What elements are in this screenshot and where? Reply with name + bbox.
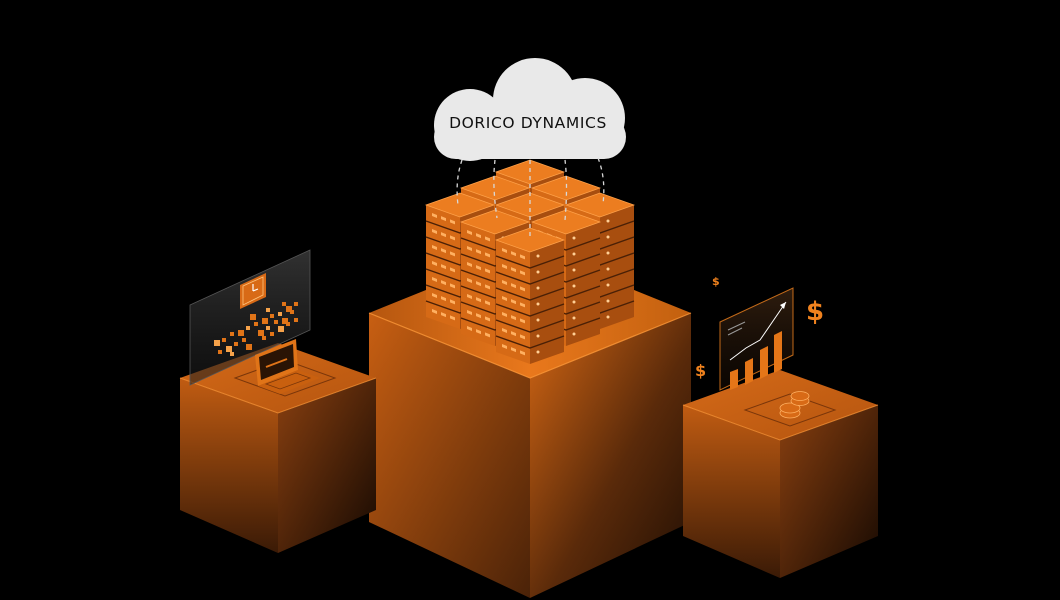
right-cube bbox=[682, 370, 879, 578]
svg-text:$: $ bbox=[712, 275, 720, 288]
dollar-icon: $ $ $ bbox=[695, 275, 824, 380]
svg-text:$: $ bbox=[806, 297, 824, 327]
coin-stack-icon bbox=[779, 391, 810, 419]
productivity-panel bbox=[189, 249, 311, 386]
cloud-icon: DORICO DYNAMICS bbox=[434, 58, 626, 161]
finance-panel bbox=[719, 287, 810, 419]
svg-text:$: $ bbox=[695, 361, 706, 380]
laptop-icon bbox=[255, 339, 320, 394]
clock-icon bbox=[240, 273, 266, 309]
server-rack-cluster bbox=[424, 159, 636, 364]
data-pixel-pattern bbox=[214, 302, 298, 356]
bar-chart-icon bbox=[727, 301, 787, 390]
cloud-connection-lines bbox=[456, 157, 605, 238]
cloud-label: DORICO DYNAMICS bbox=[449, 114, 607, 132]
